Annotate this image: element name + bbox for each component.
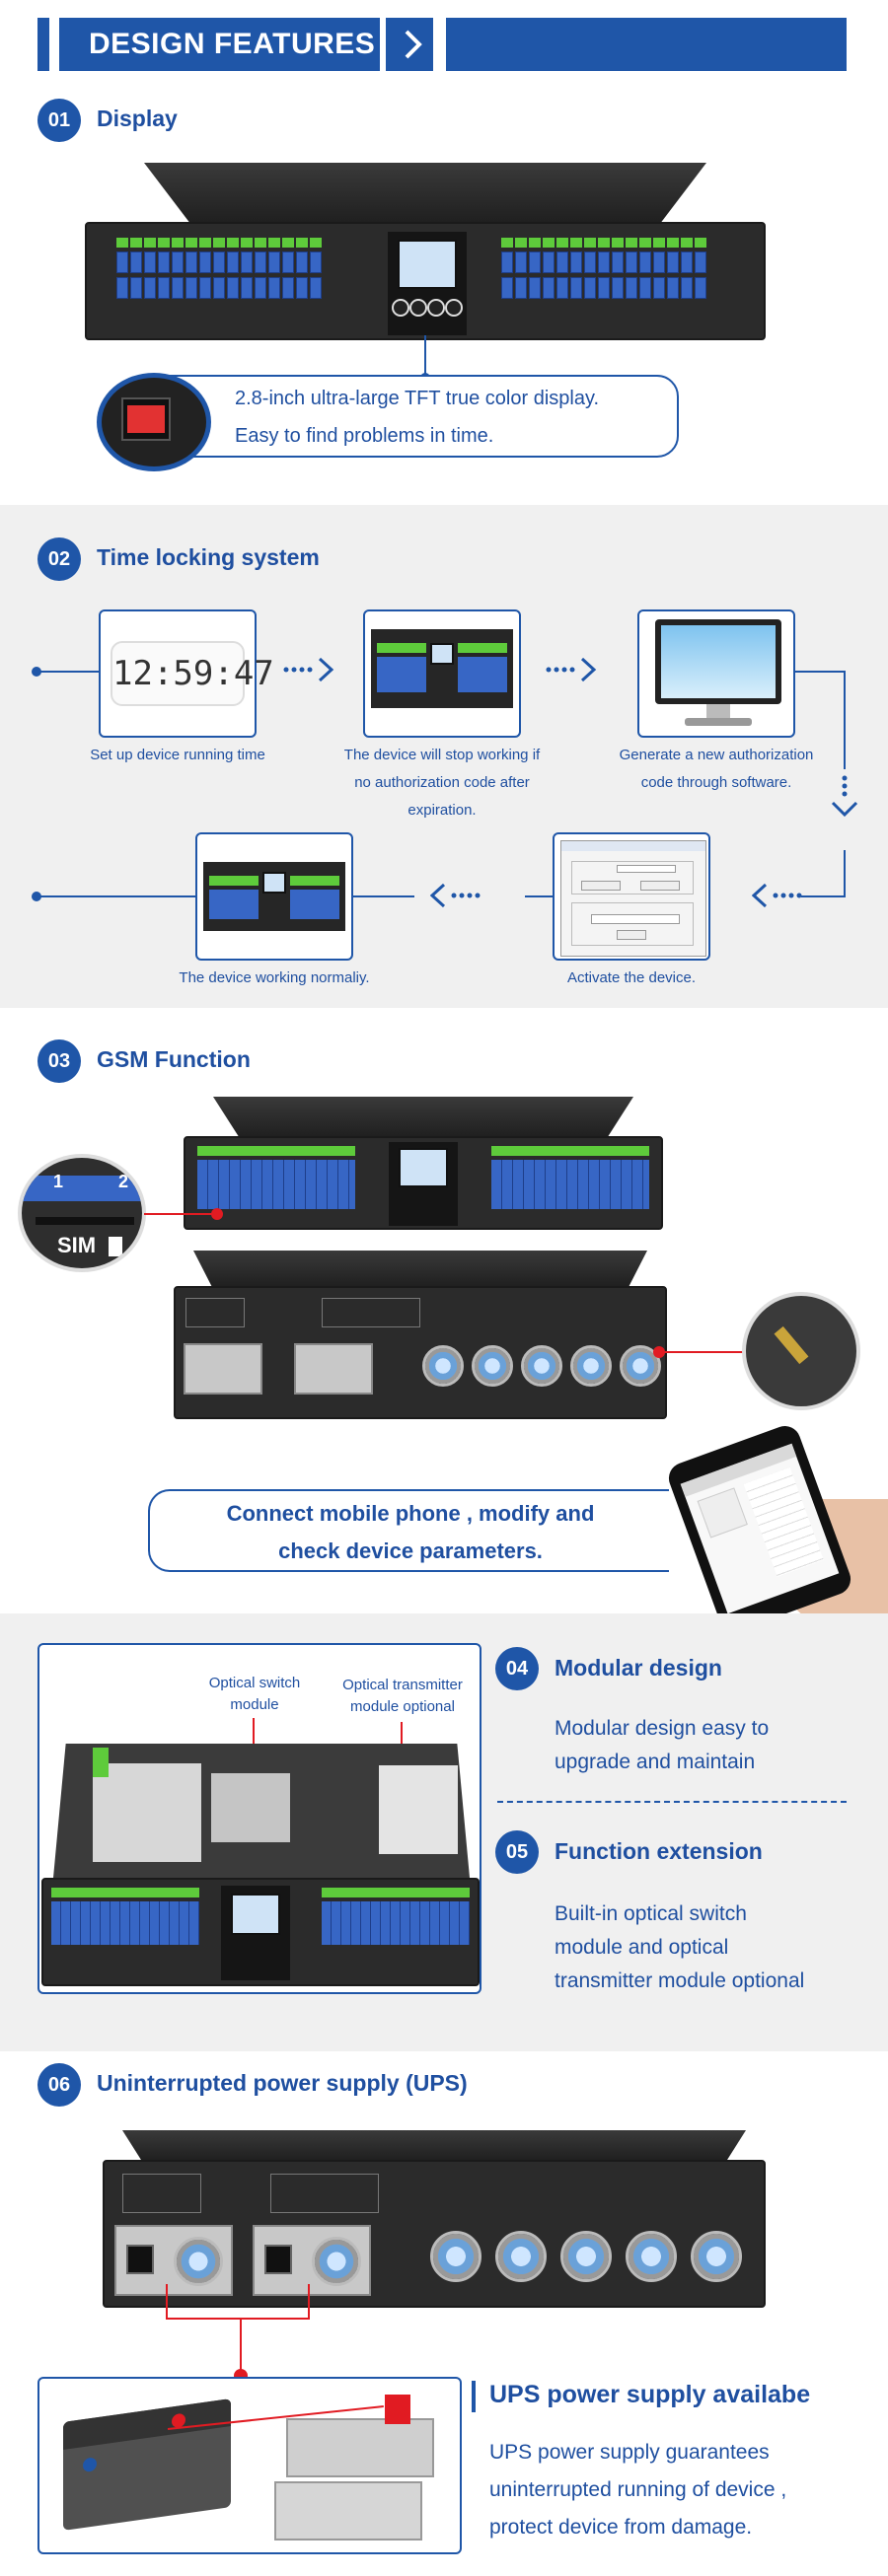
flow-line bbox=[39, 895, 195, 897]
section-number-badge: 02 bbox=[37, 537, 81, 581]
label-optical-transmitter-line-2: module optional bbox=[350, 1698, 455, 1715]
flow-line bbox=[525, 895, 553, 897]
header-accent-bar bbox=[37, 18, 49, 71]
section-number-badge: 05 bbox=[495, 1830, 539, 1874]
section-title: Uninterrupted power supply (UPS) bbox=[97, 2070, 468, 2096]
ups-battery-image bbox=[37, 2377, 462, 2554]
flow-line bbox=[353, 895, 414, 897]
ups-text-line-1: UPS power supply guarantees bbox=[489, 2441, 770, 2464]
feature-text-line-3: transmitter module optional bbox=[555, 1969, 805, 1992]
ups-wire bbox=[308, 2284, 310, 2320]
arrow-right-icon bbox=[545, 655, 604, 689]
arrow-down-icon bbox=[827, 775, 862, 825]
section-number-badge: 04 bbox=[495, 1647, 539, 1690]
flow-end-dot bbox=[32, 892, 41, 901]
amplifier-device-image bbox=[85, 163, 766, 350]
step-4-caption: Activate the device. bbox=[566, 969, 697, 986]
device-stopped-image bbox=[363, 609, 521, 738]
section-title: GSM Function bbox=[97, 1046, 251, 1072]
sim-label: SIM bbox=[57, 1233, 97, 1257]
callout-line-2: check device parameters. bbox=[278, 1538, 543, 1563]
step-3-caption-line-1: Generate a new authorization bbox=[619, 747, 814, 763]
sim-pointer-line bbox=[144, 1213, 215, 1215]
feature-text-line-2: upgrade and maintain bbox=[555, 1751, 756, 1773]
amplifier-front-image bbox=[184, 1097, 663, 1230]
display-zoom-image bbox=[97, 373, 211, 471]
ups-wire bbox=[240, 2318, 242, 2379]
ups-title: UPS power supply availabe bbox=[489, 2381, 811, 2408]
step-5-caption: The device working normaliy. bbox=[179, 969, 370, 986]
label-optical-transmitter-line-1: Optical transmitter bbox=[342, 1677, 463, 1693]
time-lock-section bbox=[0, 505, 888, 1008]
feature-text-line-1: Modular design easy to bbox=[555, 1717, 770, 1740]
callout-connector bbox=[424, 335, 426, 380]
section-title: Time locking system bbox=[97, 544, 320, 570]
page-title: DESIGN FEATURES bbox=[59, 18, 380, 71]
timer-image: 12:59:47 bbox=[99, 609, 274, 738]
label-optical-switch-line-1: Optical switch bbox=[208, 1675, 301, 1691]
flow-line bbox=[801, 895, 846, 897]
authorization-software-image bbox=[553, 832, 710, 961]
step-2-caption-line-1: The device will stop working if bbox=[343, 747, 541, 763]
antenna-zoom-image bbox=[742, 1292, 860, 1410]
step-1-caption: Set up device running time bbox=[90, 747, 265, 763]
sim-slot-zoom-image: 1 2 SIM bbox=[18, 1154, 146, 1272]
display-callout: 2.8-inch ultra-large TFT true color disp… bbox=[158, 375, 679, 458]
software-monitor-image bbox=[637, 609, 795, 738]
arrow-left-icon bbox=[751, 881, 803, 915]
amplifier-back-image bbox=[174, 1251, 667, 1423]
slot-number-1: 1 bbox=[53, 1172, 64, 1191]
header-bar bbox=[446, 18, 847, 71]
flow-line bbox=[844, 850, 846, 895]
feature-text-line-2: module and optical bbox=[555, 1936, 729, 1959]
device-working-image bbox=[195, 832, 353, 961]
feature-text-line-1: Built-in optical switch bbox=[555, 1902, 747, 1925]
antenna-pointer-dot bbox=[653, 1346, 665, 1358]
section-number-badge: 03 bbox=[37, 1039, 81, 1083]
flow-start-dot bbox=[32, 667, 41, 677]
clock-readout: 12:59:47 bbox=[111, 641, 274, 706]
ups-wire bbox=[166, 2284, 168, 2320]
section-number-badge: 01 bbox=[37, 99, 81, 142]
arrow-left-icon bbox=[429, 881, 481, 915]
step-2-caption-line-2: no authorization code after bbox=[354, 774, 530, 791]
modular-device-image: Optical switch module Optical transmitte… bbox=[37, 1643, 481, 1994]
section-number-badge: 06 bbox=[37, 2063, 81, 2107]
ups-device-back-image bbox=[103, 2130, 766, 2308]
ups-text-line-3: protect device from damage. bbox=[489, 2516, 753, 2539]
ups-title-accent bbox=[472, 2381, 476, 2412]
feature-title: Modular design bbox=[555, 1655, 722, 1681]
flow-line bbox=[844, 671, 846, 769]
flow-line bbox=[795, 671, 845, 673]
mobile-phone-image bbox=[664, 1421, 888, 1636]
step-2-caption-line-3: expiration. bbox=[407, 802, 477, 819]
section-title: Display bbox=[97, 106, 178, 131]
feature-divider bbox=[497, 1801, 847, 1803]
step-3-caption-line-2: code through software. bbox=[640, 774, 792, 791]
ups-wire bbox=[166, 2318, 310, 2320]
slot-number-2: 2 bbox=[118, 1172, 129, 1191]
callout-line-1: 2.8-inch ultra-large TFT true color disp… bbox=[235, 388, 600, 409]
feature-title: Function extension bbox=[555, 1838, 763, 1864]
chevron-right-icon bbox=[380, 18, 433, 71]
flow-line bbox=[39, 671, 101, 673]
sim-pointer-dot bbox=[211, 1208, 223, 1220]
callout-line-1: Connect mobile phone , modify and bbox=[226, 1501, 595, 1526]
arrow-right-icon bbox=[282, 655, 341, 689]
ups-text-line-2: uninterrupted running of device , bbox=[489, 2478, 787, 2501]
gsm-callout: Connect mobile phone , modify and check … bbox=[148, 1489, 669, 1572]
callout-line-2: Easy to find problems in time. bbox=[235, 425, 494, 447]
antenna-pointer-line bbox=[661, 1351, 750, 1353]
label-optical-switch-line-2: module bbox=[230, 1696, 279, 1713]
